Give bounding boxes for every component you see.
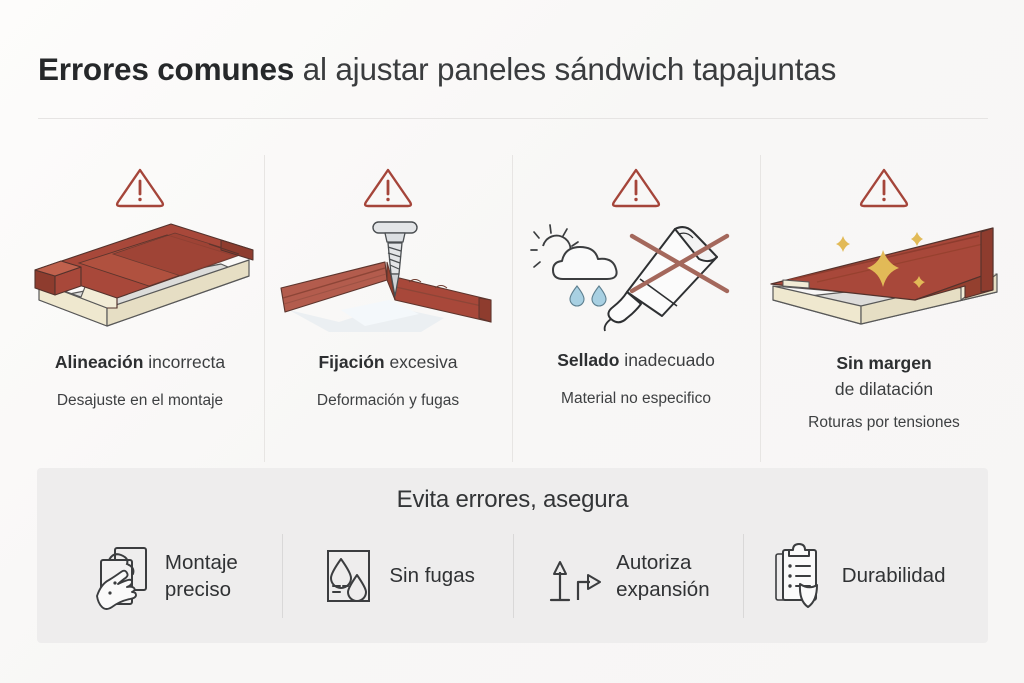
card-title-strong: Sin margen (836, 353, 932, 373)
benefit-label: Sin fugas (389, 562, 474, 589)
warning-triangle-icon (859, 168, 909, 208)
benefits-row: Montaje preciso Sin fugas (37, 528, 988, 624)
title-divider (38, 118, 988, 119)
page-title-strong: Errores comunes (38, 51, 295, 87)
card-title-strong: Alineación (54, 352, 144, 372)
error-card-fijacion: Fijación excesiva Deformación y fugas (264, 150, 512, 462)
card-subtitle: Roturas por tensiones (808, 413, 960, 431)
screw-overtightened-panel-icon (280, 221, 492, 332)
error-card-sin-margen: Sin margen de dilatación Roturas por tens… (760, 150, 1008, 462)
card-title: Sellado inadecuado (557, 348, 715, 373)
card-title-rest: incorrecta (143, 352, 226, 372)
card-title: Sin margen de dilatación (835, 350, 933, 403)
card-title-strong: Sellado (557, 350, 620, 370)
card-subtitle: Desajuste en el montaje (56, 392, 224, 410)
benefit-label: Montaje preciso (165, 549, 238, 603)
panel-thermal-stress-sparkles-icon (770, 227, 998, 325)
benefit-label-line2: preciso (164, 578, 231, 601)
benefit-label: Durabilidad (842, 562, 946, 589)
error-card-sellado: Sellado inadecuado Material no especific… (512, 150, 760, 462)
benefit-label-line1: Montaje (164, 550, 238, 574)
card-title: Alineación incorrecta (55, 350, 225, 375)
sandwich-panel-misaligned-icon (34, 223, 254, 327)
benefit-label-line2: expansión (616, 578, 710, 601)
warning-triangle-icon (363, 168, 413, 208)
benefits-bar: Evita errores, asegura Montaje preciso (37, 468, 988, 643)
clipboard-shield-icon (774, 543, 818, 608)
benefit-label-line1: Sin fugas (389, 564, 475, 588)
page-title: Errores comunes al ajustar paneles sándw… (38, 50, 998, 89)
card-title-strong: Fijación (318, 352, 385, 372)
hand-clipboard-icon (95, 547, 147, 610)
card-subtitle: Material no especifico (561, 390, 711, 408)
error-card-alineacion: Alineación incorrecta Desajuste en el mo… (16, 150, 264, 450)
benefit-sin-fugas[interactable]: Sin fugas (281, 528, 513, 624)
expansion-arrows-icon (550, 561, 602, 602)
card-title-rest: excesiva (384, 352, 458, 372)
benefit-label-line1: Autoriza (616, 550, 692, 574)
benefit-autoriza-expansion[interactable]: Autoriza expansión (512, 528, 744, 624)
card-title: Fijación excesiva (318, 350, 457, 375)
benefit-label-line1: Durabilidad (841, 564, 946, 588)
card-title-rest: inadecuado (619, 350, 715, 370)
page-title-rest: al ajustar paneles sándwich tapajuntas (294, 51, 837, 87)
warning-triangle-icon (611, 168, 661, 208)
warning-triangle-icon (115, 168, 165, 208)
benefit-montaje-preciso[interactable]: Montaje preciso (51, 528, 282, 624)
benefit-label: Autoriza expansión (616, 549, 709, 603)
water-drops-icon (327, 550, 371, 602)
card-subtitle: Deformación y fugas (316, 392, 460, 410)
card-title-rest: de dilatación (834, 379, 934, 400)
benefits-bar-title: Evita errores, asegura (396, 486, 629, 513)
weather-and-crossed-sealant-tube-icon (529, 224, 729, 332)
benefit-durabilidad[interactable]: Durabilidad (743, 528, 974, 624)
error-cards-row: Alineación incorrecta Desajuste en el mo… (16, 150, 1008, 462)
